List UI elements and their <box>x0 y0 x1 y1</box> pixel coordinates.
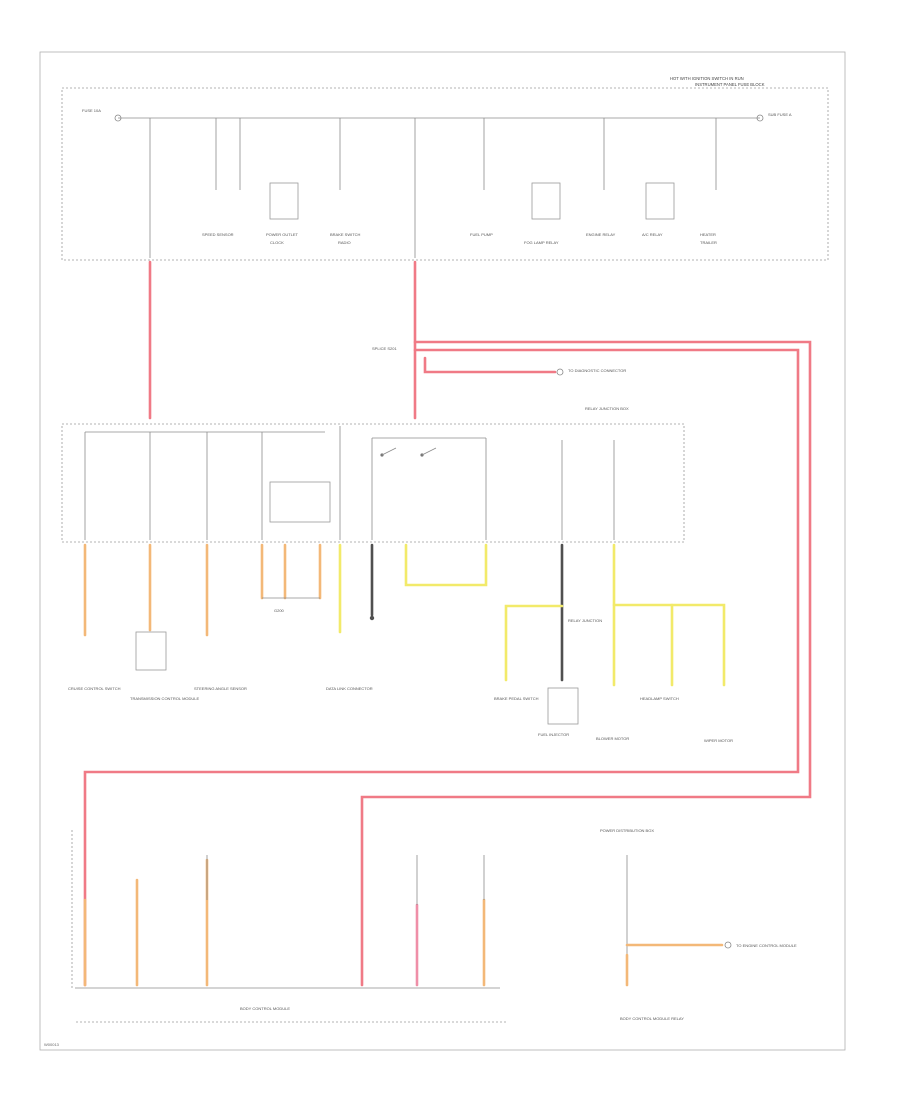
right-bus-terminal <box>756 114 764 122</box>
wire-red-branch <box>423 356 557 374</box>
page-id: W00013 <box>44 1042 60 1047</box>
branch-terminal <box>556 368 564 376</box>
lower-branch-terminal <box>724 941 732 949</box>
top-component-1: POWER OUTLET <box>266 232 299 237</box>
middle-relay-block: RELAY JUNCTION BOX <box>61 406 685 543</box>
top-component-3: BRAKE SWITCH <box>330 232 361 237</box>
relay-box-2 <box>531 182 561 220</box>
middle-component-6: BLOWER MOTOR <box>596 736 629 741</box>
branch-label: TO DIAGNOSTIC CONNECTOR <box>568 368 626 373</box>
module-box-right <box>547 687 579 725</box>
relay-box-1 <box>269 182 299 220</box>
middle-component-8: WIPER MOTOR <box>704 738 733 743</box>
top-component-labels: SPEED SENSOR POWER OUTLET CLOCK BRAKE SW… <box>202 232 717 245</box>
ground-label: G200 <box>274 608 285 613</box>
right-bus-label: SUB FUSE A <box>768 112 792 117</box>
top-component-0: SPEED SENSOR <box>202 232 234 237</box>
fuse-drops <box>149 118 717 258</box>
lower-right-distribution: POWER DISTRIBUTION BOX TO ENGINE CONTROL… <box>600 828 797 1021</box>
wire-red-right-loop-outer <box>360 340 812 987</box>
lower-branch-label: TO ENGINE CONTROL MODULE <box>736 943 797 948</box>
wire-yellow-branch <box>612 603 726 687</box>
top-component-6: FOG LAMP RELAY <box>524 240 559 245</box>
left-bus-label: FUSE 10A <box>82 108 101 113</box>
middle-component-7: HEADLAMP SWITCH <box>640 696 679 701</box>
top-component-10: TRAILER <box>700 240 717 245</box>
lower-block-label: POWER DISTRIBUTION BOX <box>600 828 654 833</box>
top-component-8: A/C RELAY <box>642 232 663 237</box>
middle-component-3: DATA LINK CONNECTOR <box>326 686 373 691</box>
wire-red-right-loop-inner <box>83 348 800 987</box>
relay-box-3 <box>645 182 675 220</box>
bottom-label: BODY CONTROL MODULE <box>240 1006 290 1011</box>
top-component-2: CLOCK <box>270 240 284 245</box>
sub-block-label: RELAY JUNCTION BOX <box>585 406 629 411</box>
ground-point <box>369 615 375 621</box>
red-feed-wires: SPLICE S201 TO DIAGNOSTIC CONNECTOR <box>83 260 812 987</box>
module-box-left <box>135 631 167 671</box>
middle-component-5: FUEL INJECTOR <box>538 732 569 737</box>
header-line2: INSTRUMENT PANEL FUSE BLOCK <box>695 82 765 87</box>
middle-component-1: TRANSMISSION CONTROL MODULE <box>130 696 200 701</box>
top-fuse-block: HOT WITH IGNITION SWITCH IN RUN INSTRUME… <box>61 76 829 261</box>
wire-yellow-loop <box>404 543 488 587</box>
middle-colored-wires: G200 RELAY JUNCTION <box>83 543 726 687</box>
relay-label: RELAY JUNCTION <box>568 618 602 623</box>
top-component-9: HEATER <box>700 232 716 237</box>
middle-component-4: BRAKE PEDAL SWITCH <box>494 696 539 701</box>
top-component-4: RADIO <box>338 240 351 245</box>
lower-note: BODY CONTROL MODULE RELAY <box>620 1016 684 1021</box>
header-line1: HOT WITH IGNITION SWITCH IN RUN <box>670 76 744 81</box>
page-border <box>39 51 846 1051</box>
top-component-5: FUEL PUMP <box>470 232 493 237</box>
wire-yellow-left <box>504 604 564 682</box>
middle-component-labels: CRUISE CONTROL SWITCH TRANSMISSION CONTR… <box>68 686 733 743</box>
splice-label: SPLICE S201 <box>372 346 397 351</box>
middle-component-2: STEERING ANGLE SENSOR <box>194 686 247 691</box>
left-bus-terminal <box>114 114 122 122</box>
relay-module-box <box>269 481 331 523</box>
top-component-7: ENGINE RELAY <box>586 232 616 237</box>
bottom-section: BODY CONTROL MODULE <box>71 830 506 1023</box>
middle-component-0: CRUISE CONTROL SWITCH <box>68 686 121 691</box>
